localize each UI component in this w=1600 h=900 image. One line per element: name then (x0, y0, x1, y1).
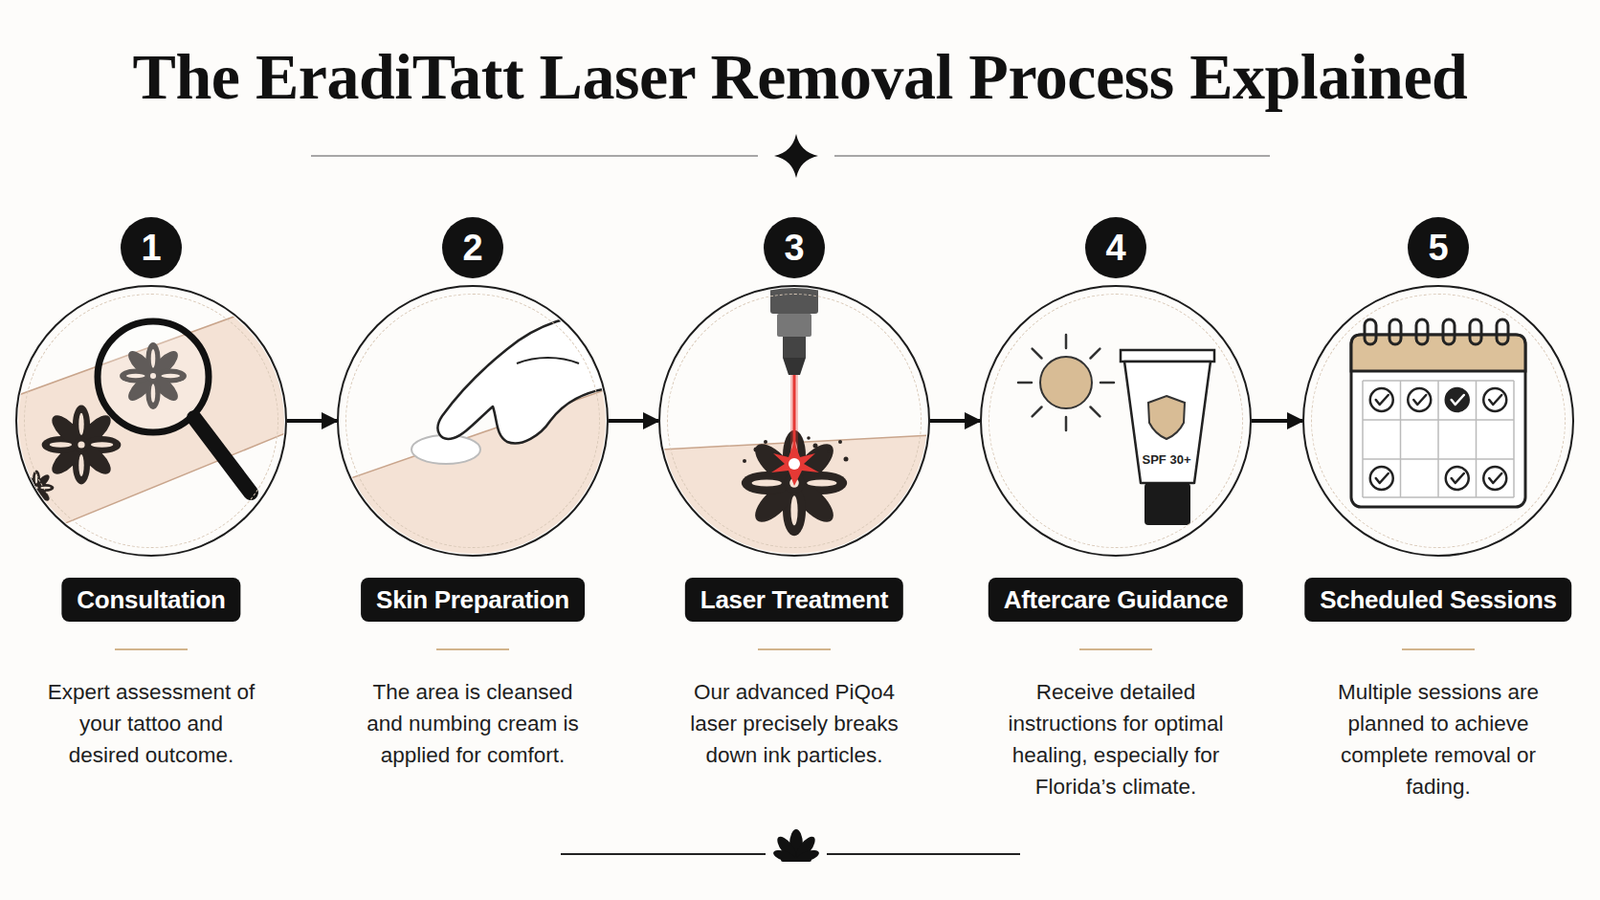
dashed-ring (23, 293, 279, 549)
step-number: 4 (1085, 217, 1147, 279)
accent-rule (1079, 648, 1153, 651)
flow-arrow (1251, 419, 1303, 423)
flow-arrow (287, 419, 337, 423)
step-number: 5 (1407, 217, 1469, 279)
dashed-ring (345, 293, 600, 549)
aftercare-illustration (1018, 334, 1215, 526)
flow-arrow (930, 419, 980, 423)
step-circle: 5Scheduled SessionsMultiple sessions are… (1302, 285, 1575, 557)
dashed-ring (1311, 293, 1566, 549)
step-description: Multiple sessions are planned to achieve… (1329, 676, 1548, 803)
step-heading: Consultation (61, 577, 241, 623)
step-heading: Scheduled Sessions (1304, 577, 1572, 623)
dashed-ring (988, 293, 1244, 549)
step-circle: 4Aftercare GuidanceReceive detailed inst… (979, 285, 1252, 557)
top-divider (311, 133, 1270, 178)
step-number: 2 (442, 217, 504, 279)
step-number: 3 (763, 217, 825, 279)
skin-prep-illustration (336, 314, 613, 575)
accent-rule (114, 648, 188, 651)
flow-arrow (608, 419, 659, 423)
accent-rule (436, 648, 510, 651)
step-heading: Skin Preparation (360, 577, 585, 623)
step-description: The area is cleansed and numbing cream i… (363, 676, 582, 772)
step-description: Our advanced PiQo4 laser precisely break… (685, 676, 904, 772)
accent-rule (1401, 648, 1475, 651)
step-description: Receive detailed instructions for optima… (1006, 676, 1225, 803)
calendar-illustration (1351, 319, 1526, 508)
consultation-illustration (0, 287, 316, 551)
product-label: SPF 30+ (1142, 452, 1192, 467)
step-circle: 1ConsultationExpert assessment of your t… (15, 285, 288, 557)
laser-illustration (660, 285, 931, 575)
dashed-ring (666, 293, 922, 549)
step-circle: 2Skin PreparationThe area is cleansed an… (336, 285, 609, 557)
accent-rule (757, 648, 831, 651)
step-description: Expert assessment of your tattoo and des… (42, 676, 261, 772)
step-number: 1 (120, 217, 182, 279)
step-heading: Aftercare Guidance (988, 577, 1244, 623)
step-heading: Laser Treatment (685, 577, 904, 623)
diagram-title: The EradiTatt Laser Removal Process Expl… (0, 38, 1600, 115)
step-circle: 3Laser TreatmentOur advanced PiQo4 laser… (658, 285, 931, 557)
bottom-divider (560, 829, 1021, 865)
